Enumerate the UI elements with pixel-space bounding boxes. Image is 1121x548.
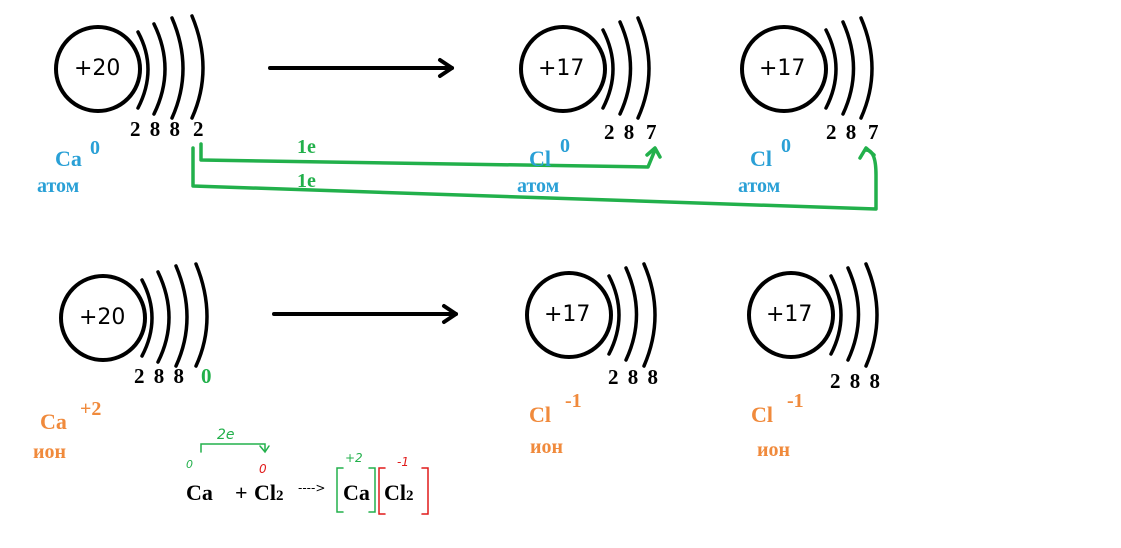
cl-ion-b-kind: ион <box>757 439 791 461</box>
equation-product-ca: Ca <box>343 480 370 505</box>
cl-ion-a-nucleus-circle <box>525 271 613 359</box>
cl-ion-a-kind: ион <box>530 436 564 458</box>
electron-path-to-cl-b-arrowhead <box>858 146 876 160</box>
cl-ion-b-charge: -1 <box>787 390 804 412</box>
ca-atom-kind: атом <box>37 175 80 197</box>
ca-ion-charge: +2 <box>80 398 102 420</box>
ca-ion-symbol: Ca <box>40 409 67 434</box>
cl-atom-b-symbol: Cl <box>750 146 772 171</box>
cl-ion-a-nucleus-charge: +17 <box>544 302 591 327</box>
ca-ion-shell-counts: 2 8 8 <box>134 364 186 388</box>
cl-atom-b-nucleus-circle <box>740 25 828 113</box>
ca-ion-kind: ион <box>33 441 67 463</box>
cl-atom-b-shell-1 <box>824 28 838 110</box>
equation-product-ca-charge: +2 <box>345 451 363 465</box>
ca-atom-symbol: Ca <box>55 146 82 171</box>
transfer-label-1: 1e <box>297 136 316 158</box>
cl-ion-b-shell-1 <box>829 274 843 356</box>
ca-atom-shell-1 <box>136 30 150 110</box>
ca-ion-shell-1 <box>140 278 154 358</box>
cl-ion-b-shell-2 <box>846 266 861 362</box>
equation-transfer-arrowhead <box>259 445 270 454</box>
ca-ion-nucleus-circle <box>59 274 147 362</box>
cl-atom-b-oxidation-state: 0 <box>781 135 791 157</box>
equation-cl-oxidation-state: 0 <box>259 462 267 476</box>
equation-electron-transfer-label: 2e <box>217 427 235 443</box>
transfer-label-2: 1e <box>297 170 316 192</box>
product-cl-bracket-left <box>378 467 386 515</box>
ca-atom-shell-3 <box>170 16 185 120</box>
product-cl-bracket-right <box>421 467 429 515</box>
ca-ion-valence-count: 0 <box>201 364 214 388</box>
cl-atom-b-nucleus-charge: +17 <box>759 56 806 81</box>
equation-arrow: ----> <box>298 481 326 495</box>
product-ca-bracket-right <box>368 467 376 513</box>
electron-transfer-paths <box>191 142 878 211</box>
cl-ion-a-shell-1 <box>607 274 621 356</box>
ca-atom-nucleus-circle <box>54 25 142 113</box>
cl-ion-a-shell-2 <box>624 266 639 362</box>
cl-atom-b-valence-count: 7 <box>868 120 881 144</box>
ca-atom-shell-2 <box>152 22 167 116</box>
cl-atom-b-shell-counts: 2 8 <box>826 120 859 144</box>
cl-ion-a-charge: -1 <box>565 390 582 412</box>
cl-ion-b-nucleus-circle <box>747 271 835 359</box>
electron-path-to-cl-a-arrowhead <box>645 146 662 159</box>
reaction-arrow-top <box>268 58 454 78</box>
cl-ion-b-shell-3 <box>864 262 879 368</box>
cl-ion-a-shell-3 <box>642 262 657 368</box>
product-ca-bracket-left <box>336 467 344 513</box>
equation-product-cl-charge: -1 <box>397 455 409 469</box>
cl-ion-b-shell-counts: 2 8 8 <box>830 369 882 393</box>
cl-atom-b-shell-2 <box>841 20 856 116</box>
cl-atom-b-kind: атом <box>738 175 781 197</box>
cl-atom-a-kind: атом <box>517 175 560 197</box>
ca-ion-shell-3 <box>174 264 189 368</box>
ca-ion-nucleus-charge: +20 <box>79 305 126 330</box>
equation-product-cl: Cl2 <box>384 480 414 505</box>
cl-atom-a-valence-count: 7 <box>646 120 659 144</box>
electron-path-to-cl-a <box>199 142 657 169</box>
reaction-arrow-bottom <box>272 304 458 324</box>
ca-atom-oxidation-state: 0 <box>90 137 100 159</box>
equation-reactant-ca: Ca <box>186 480 213 505</box>
cl-atom-a-nucleus-circle <box>519 25 607 113</box>
equation-reactant-cl: Cl2 <box>254 480 284 505</box>
ca-atom-valence-count: 2 <box>193 117 206 141</box>
equation-plus: + <box>235 480 248 505</box>
ca-ion-shell-4 <box>194 262 209 368</box>
electron-shells <box>136 14 879 368</box>
equation-transfer-arc <box>200 443 266 453</box>
cl-atom-a-shell-3 <box>636 16 651 120</box>
cl-atom-a-shell-counts: 2 8 <box>604 120 637 144</box>
cl-ion-b-nucleus-charge: +17 <box>766 302 813 327</box>
ca-ion-shell-2 <box>156 270 171 364</box>
cl-atom-a-symbol: Cl <box>529 146 551 171</box>
cl-ion-b-symbol: Cl <box>751 402 773 427</box>
cl-atom-a-shell-2 <box>618 20 633 116</box>
cl-atom-b-shell-3 <box>859 16 874 120</box>
cl-atom-a-shell-1 <box>601 28 615 110</box>
cl-ion-a-shell-counts: 2 8 8 <box>608 365 660 389</box>
equation-ca-oxidation-state: 0 <box>186 458 193 471</box>
ca-atom-shell-4 <box>190 14 205 120</box>
cl-atom-a-nucleus-charge: +17 <box>538 56 585 81</box>
ca-atom-shell-counts: 2 8 8 <box>130 117 182 141</box>
cl-atom-a-oxidation-state: 0 <box>560 135 570 157</box>
ca-atom-nucleus-charge: +20 <box>74 56 121 81</box>
cl-ion-a-symbol: Cl <box>529 402 551 427</box>
